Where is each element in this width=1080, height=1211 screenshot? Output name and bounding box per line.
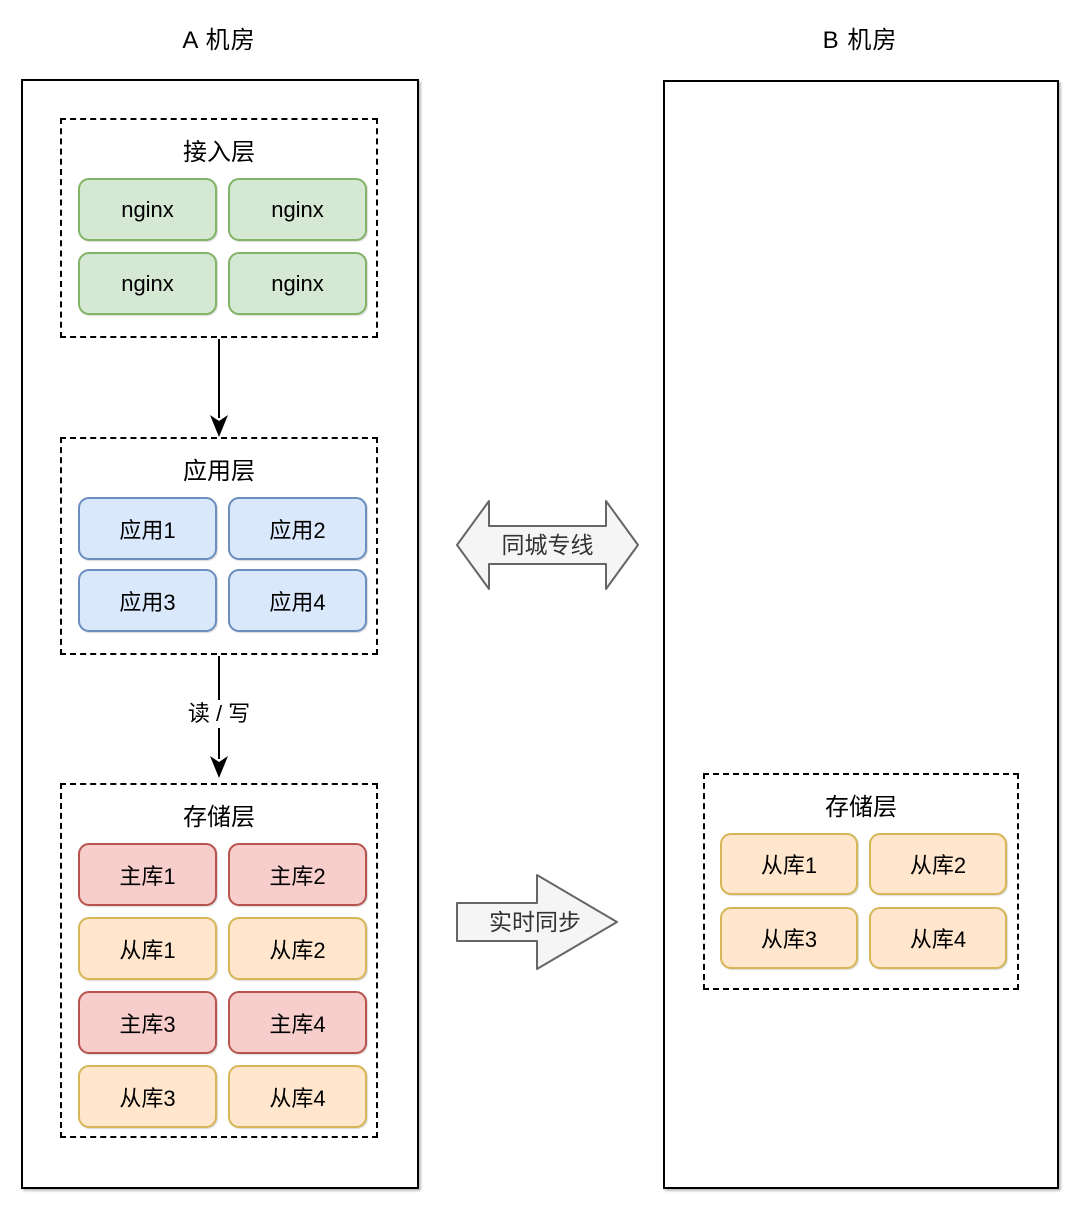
master-db-node: 主库4 bbox=[228, 991, 367, 1054]
city-link-label: 同城专线 bbox=[501, 532, 594, 558]
master-db-node: 主库2 bbox=[228, 843, 367, 906]
nginx-node: nginx bbox=[78, 252, 217, 315]
master-db-node: 主库3 bbox=[78, 991, 217, 1054]
slave-db-node: 从库2 bbox=[228, 917, 367, 980]
sync-arrow bbox=[456, 874, 618, 970]
storage-layer-b-nodes: 从库1 从库2 从库3 从库4 bbox=[720, 833, 1007, 969]
storage-layer-a-nodes: 主库1 主库2 从库1 从库2 主库3 主库4 从库3 从库4 bbox=[78, 843, 367, 1128]
access-layer-nodes: nginx nginx nginx nginx bbox=[78, 178, 367, 315]
slave-db-node: 从库1 bbox=[78, 917, 217, 980]
app-layer-title: 应用层 bbox=[183, 458, 255, 485]
app-layer-nodes: 应用1 应用2 应用3 应用4 bbox=[78, 497, 367, 632]
access-layer-title: 接入层 bbox=[183, 139, 255, 166]
nginx-node: nginx bbox=[228, 178, 367, 241]
master-db-node: 主库1 bbox=[78, 843, 217, 906]
slave-db-node: 从库1 bbox=[720, 833, 858, 895]
access-to-app-arrow bbox=[210, 339, 228, 437]
app-node: 应用4 bbox=[228, 569, 367, 632]
app-node: 应用1 bbox=[78, 497, 217, 560]
sync-label: 实时同步 bbox=[489, 909, 581, 935]
read-write-label: 读 / 写 bbox=[160, 700, 278, 728]
city-link-arrow bbox=[456, 500, 639, 590]
slave-db-node: 从库3 bbox=[720, 907, 858, 969]
slave-db-node: 从库4 bbox=[228, 1065, 367, 1128]
storage-layer-a-title: 存储层 bbox=[183, 804, 255, 831]
app-node: 应用3 bbox=[78, 569, 217, 632]
datacenter-a-title: A 机房 bbox=[182, 27, 256, 54]
slave-db-node: 从库4 bbox=[869, 907, 1007, 969]
nginx-node: nginx bbox=[228, 252, 367, 315]
slave-db-node: 从库2 bbox=[869, 833, 1007, 895]
datacenter-b-box bbox=[663, 80, 1059, 1189]
slave-db-node: 从库3 bbox=[78, 1065, 217, 1128]
nginx-node: nginx bbox=[78, 178, 217, 241]
app-node: 应用2 bbox=[228, 497, 367, 560]
datacenter-b-title: B 机房 bbox=[822, 27, 898, 54]
storage-layer-b-title: 存储层 bbox=[825, 794, 897, 821]
